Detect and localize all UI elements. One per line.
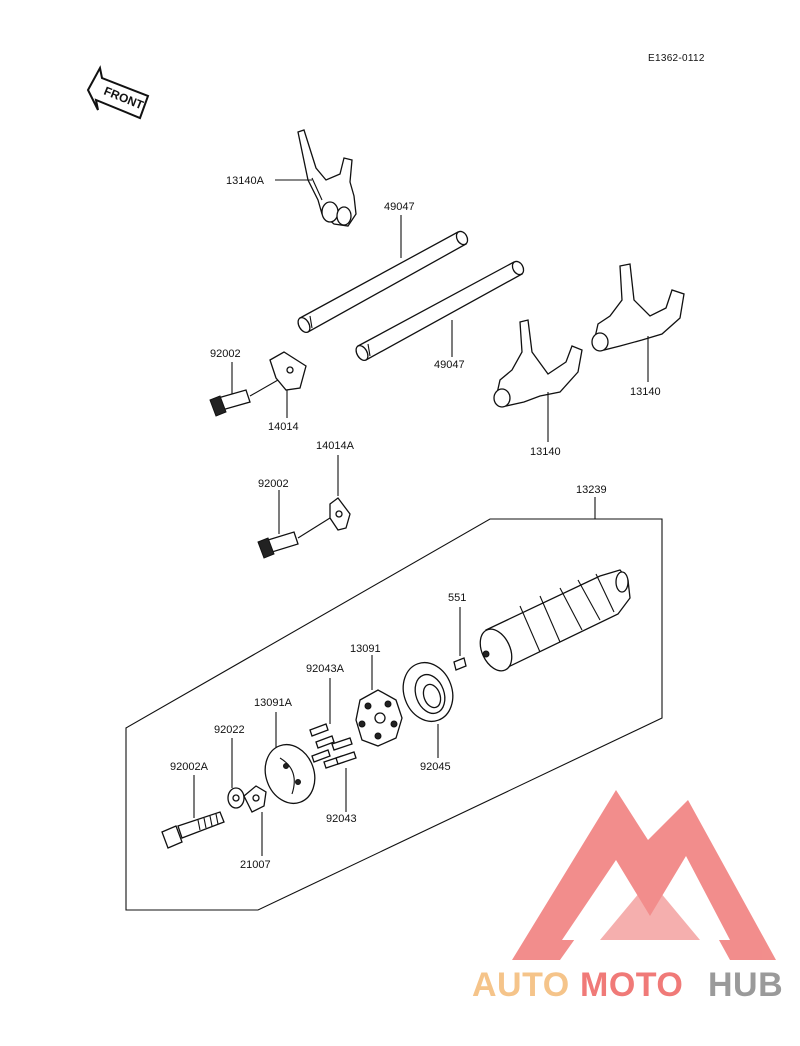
washer-92022	[227, 787, 245, 809]
svg-text:HUB: HUB	[708, 966, 783, 1004]
label-13140-right: 13140	[630, 386, 661, 398]
diagram-code: E1362-0112	[648, 53, 705, 64]
shift-fork-13140-middle	[493, 319, 583, 408]
label-49047-upper: 49047	[384, 201, 415, 213]
label-14014: 14014	[268, 421, 299, 433]
pin-551	[453, 657, 467, 671]
label-49047-lower: 49047	[434, 359, 465, 371]
label-92045: 92045	[420, 761, 451, 773]
pins-92043A	[309, 723, 335, 763]
label-92043: 92043	[326, 813, 357, 825]
holder-21007	[243, 785, 267, 813]
bearing-92045	[402, 661, 454, 723]
label-13140-middle: 13140	[530, 446, 561, 458]
bolt-92002-lower	[257, 531, 299, 559]
label-21007: 21007	[240, 859, 271, 871]
automotohub-logo-icon	[512, 790, 776, 960]
pins-92043	[323, 737, 357, 769]
front-arrow-icon: FRONT	[86, 65, 150, 120]
assembly-outline	[125, 518, 663, 911]
svg-text:MOTO: MOTO	[580, 966, 683, 1004]
shift-drum-13239	[479, 569, 631, 672]
svg-text:AUTO: AUTO	[472, 966, 570, 1004]
drum-plate-13091A	[264, 743, 316, 805]
watermark-brand: AUTO MOTO HUB	[472, 966, 783, 1004]
label-13091: 13091	[350, 643, 381, 655]
stopper-plate-14014A	[329, 497, 351, 531]
label-92002-lower: 92002	[258, 478, 289, 490]
label-13140A: 13140A	[226, 175, 265, 187]
label-92002A: 92002A	[170, 761, 209, 773]
bolt-92002-upper	[209, 389, 251, 417]
label-14014A: 14014A	[316, 440, 355, 452]
label-13239: 13239	[576, 484, 607, 496]
bolt-92002A	[161, 811, 225, 849]
label-92022: 92022	[214, 724, 245, 736]
shift-rod-49047-lower	[355, 260, 525, 362]
label-13091A: 13091A	[254, 697, 293, 709]
label-92043A: 92043A	[306, 663, 345, 675]
shift-fork-13140-right	[591, 263, 685, 352]
label-551: 551	[448, 592, 466, 604]
shift-fork-13140A	[297, 129, 357, 227]
label-92002-upper: 92002	[210, 348, 241, 360]
drum-cam-13091	[355, 689, 403, 747]
shift-rod-49047-upper	[297, 230, 469, 334]
stopper-plate-14014	[269, 351, 307, 391]
